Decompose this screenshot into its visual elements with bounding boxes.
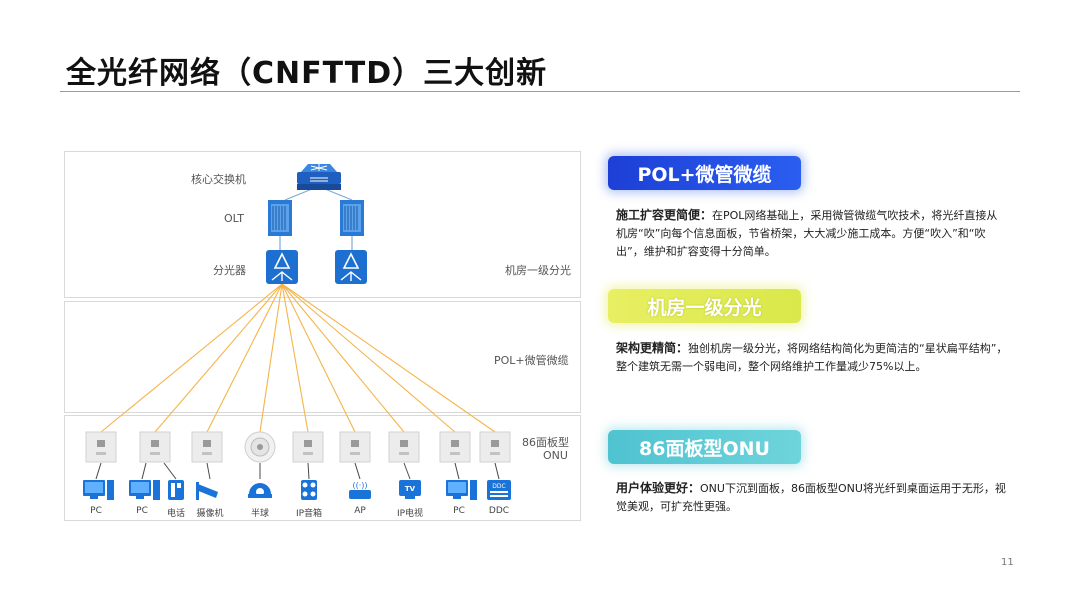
innovation-text-3: 用户体验更好：ONU下沉到面板，86面板型ONU将光纤到桌面运用于无形，视觉美观…	[616, 479, 1008, 516]
panel-onu-label-2: ONU	[543, 449, 568, 462]
core-switch-icon	[297, 164, 341, 190]
ip-speaker-icon	[301, 480, 317, 500]
innovation-text-2: 架构更精简：独创机房一级分光，将网络结构简化为更简洁的“星状扁平结构”，整个建筑…	[616, 339, 1008, 376]
dome-camera-icon	[248, 483, 272, 498]
end-device-row: ((·)) TV DDC	[83, 480, 511, 500]
pc-icon	[129, 480, 160, 500]
camera-icon	[196, 482, 218, 500]
panel-onu-icon	[439, 431, 471, 463]
device-label: IP电视	[396, 509, 424, 519]
innovation-text-1: 施工扩容更简便：在POL网络基础上，采用微管微缆气吹技术，将光纤直接从机房“吹”…	[616, 206, 1008, 261]
badge-level1-split: 机房一级分光	[608, 289, 801, 323]
device-label: PC	[453, 506, 465, 516]
ap-icon-text: ((·))	[352, 481, 367, 490]
panel-onu-row	[85, 431, 511, 480]
pc-icon	[83, 480, 114, 500]
panel-onu-icon	[191, 431, 223, 463]
pol-cable-label: POL+微管微缆	[494, 354, 569, 367]
ip-tv-icon: TV	[399, 480, 421, 499]
fiber-line	[100, 283, 283, 433]
device-label: PC	[90, 506, 102, 516]
fiber-line	[281, 283, 405, 433]
fiber-line	[281, 283, 456, 433]
splitter-icon-right	[335, 250, 367, 284]
olt-icon-right	[340, 200, 364, 236]
fiber-line	[281, 283, 496, 433]
splitter-icon-left	[266, 250, 298, 284]
innovation-body-3: ONU下沉到面板，86面板型ONU将光纤到桌面运用于无形，视觉美观，可扩充性更强…	[616, 482, 1006, 513]
innovation-heading-1: 施工扩容更简便：	[616, 208, 713, 222]
fiber-line	[206, 283, 283, 433]
ddc-icon-text: DDC	[492, 483, 505, 490]
panel-onu-icon	[388, 431, 420, 463]
page-title: 全光纤网络（CNFTTD）三大创新	[66, 56, 548, 91]
innovation-body-2: 独创机房一级分光，将网络结构简化为更简洁的“星状扁平结构”，整个建筑无需一个弱电…	[616, 342, 1008, 373]
level1-split-label: 机房一级分光	[505, 264, 571, 277]
uplink-lines	[279, 188, 353, 250]
innovation-body-1: 在POL网络基础上，采用微管微缆气吹技术，将光纤直接从机房“吹”向每个信息面板，…	[616, 209, 998, 258]
panel-onu-icon	[85, 431, 117, 463]
panel-onu-icon	[479, 431, 511, 463]
device-label: DDC	[488, 506, 510, 516]
drop-cables	[95, 462, 500, 480]
ddc-icon: DDC	[487, 480, 511, 500]
tv-icon-text: TV	[405, 485, 416, 493]
panel-onu-icon	[139, 431, 171, 463]
innovation-heading-3: 用户体验更好：	[616, 481, 701, 495]
device-label: AP	[354, 506, 366, 516]
badge-panel-onu: 86面板型ONU	[608, 430, 801, 464]
diagram-panel-middle	[64, 301, 581, 413]
olt-icon-left	[268, 200, 292, 236]
pc-icon	[446, 480, 477, 500]
core-switch-label: 核心交换机	[191, 173, 246, 186]
fiber-line	[259, 283, 283, 433]
device-label: PC	[136, 506, 148, 516]
page-number: 11	[1001, 557, 1014, 568]
device-label: 摄像机	[196, 509, 224, 519]
fiber-line	[281, 283, 309, 433]
ap-icon: ((·))	[349, 481, 371, 499]
title-divider	[60, 91, 1020, 92]
panel-onu-label-1: 86面板型	[522, 436, 569, 449]
olt-label: OLT	[224, 212, 244, 225]
panel-onu-icon	[292, 431, 324, 463]
panel-onu-icon	[339, 431, 371, 463]
badge-pol-cable: POL+微管微缆	[608, 156, 801, 190]
device-label: 电话	[166, 509, 185, 519]
splitter-label: 分光器	[213, 264, 246, 277]
smoke-detector-icon	[244, 431, 276, 463]
device-label: 半球	[250, 509, 269, 519]
fiber-line	[154, 283, 283, 433]
phone-icon	[168, 480, 184, 500]
fiber-line	[281, 283, 356, 433]
innovation-heading-2: 架构更精简：	[616, 341, 689, 355]
device-label: IP音箱	[295, 509, 323, 519]
fiber-lines	[100, 283, 496, 433]
